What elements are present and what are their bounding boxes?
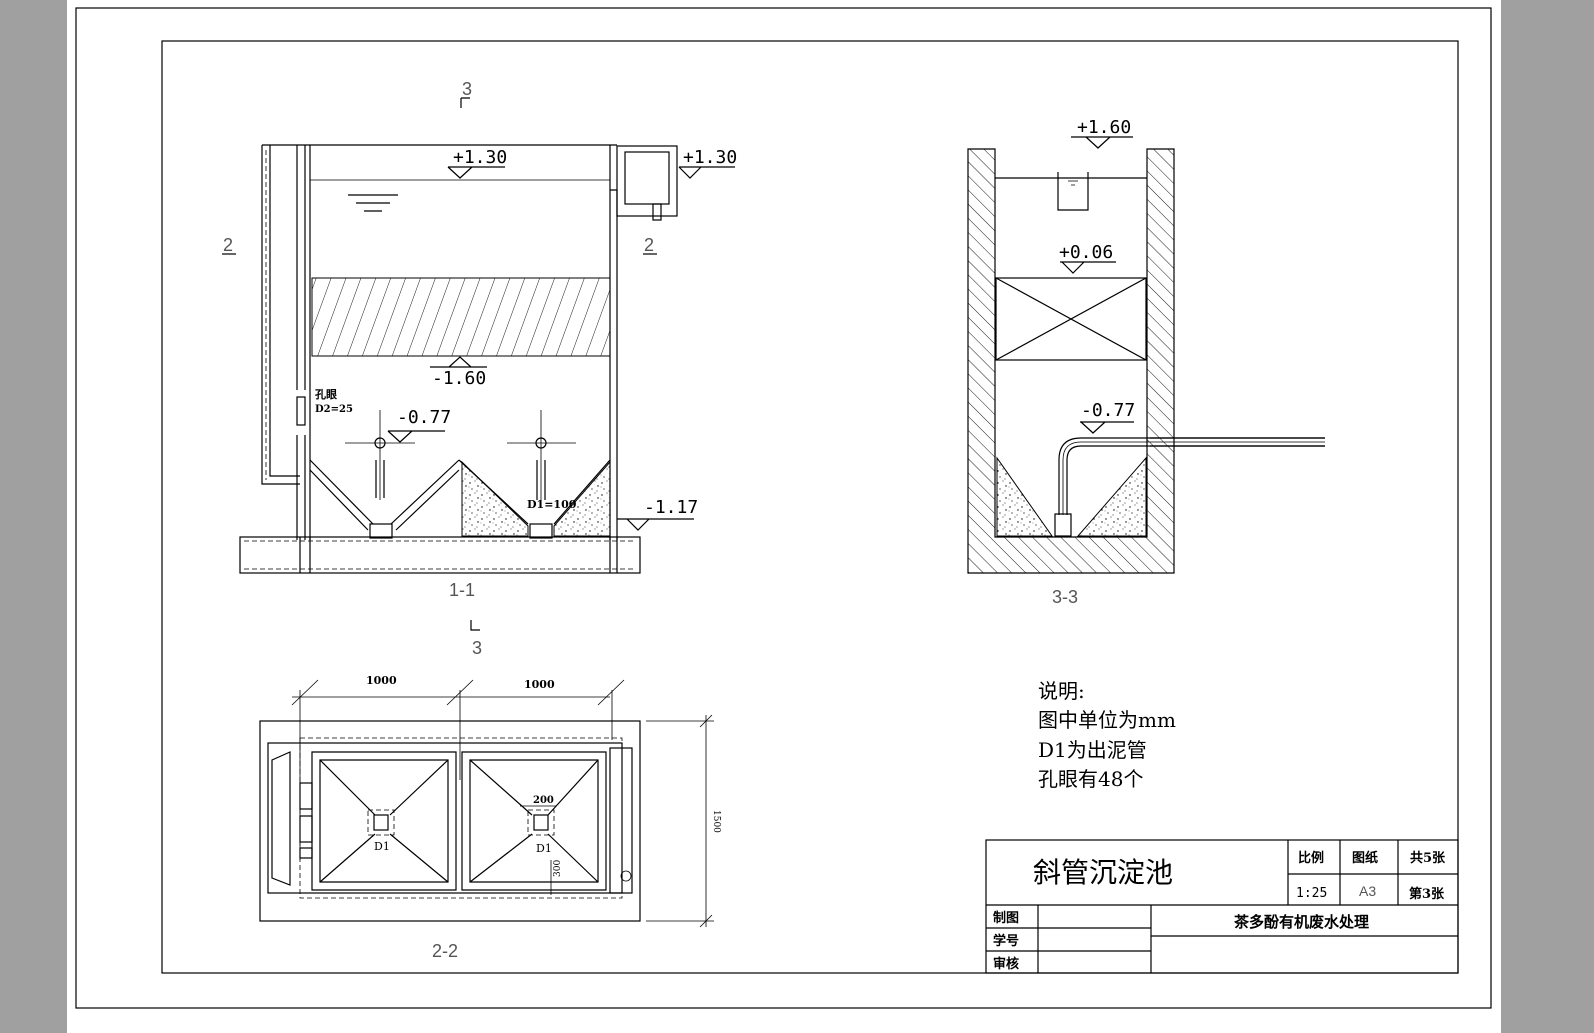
elev-tube-bottom-text: -1.60 [432,368,486,389]
notes-line2: D1为出泥管 [1038,738,1147,762]
title-block: 斜管沉淀池 比例 图纸 共5张 1:25 A3 第3张 制图 学号 审核 茶多酚… [985,839,1459,974]
outer-frame [75,7,1492,1009]
notes: 说明: 图中单位为mm D1为出泥管 孔眼有48个 [1038,679,1176,791]
notes-heading: 说明: [1038,679,1085,703]
side-mark-right: 2 [644,235,654,255]
cut-mark-bottom: 3 [472,638,482,658]
dim-height-text: 1500 [711,810,721,833]
dim-wall-text: 300 [553,860,563,877]
section-3-3: +1.60 +0.06 -0.77 3-3 [967,117,1325,607]
plan-2-2: 1000 1000 D1 D1 200 300 15 [259,674,721,961]
drawing-title: 斜管沉淀池 [1033,856,1173,889]
dim-right-text: 1000 [524,678,555,691]
drawn-label: 制图 [993,910,1019,926]
caption-2-2: 2-2 [432,941,458,961]
sheet-no: 第3张 [1409,886,1445,902]
notes-line1: 图中单位为mm [1038,708,1176,732]
side-mark-left: 2 [223,235,233,255]
sheet-label: 图纸 [1352,850,1378,866]
notes-line3: 孔眼有48个 [1038,767,1143,791]
elev-water-text: +1.30 [453,147,507,168]
cad-drawing: 3 2 2 +1.30 +1.30 -1.60 [75,7,1492,1009]
scale-label: 比例 [1298,850,1324,866]
student-label: 学号 [993,933,1019,949]
dim-left-text: 1000 [366,674,397,687]
scale-value: 1:25 [1296,886,1327,901]
project-name: 茶多酚有机废水处理 [1234,913,1369,931]
cut-mark-top: 3 [462,79,472,99]
pipe-label: D1=100 [527,498,577,511]
review-label: 审核 [993,956,1019,972]
elev-top-text: +1.60 [1077,117,1131,138]
section-1-1: 3 2 2 +1.30 +1.30 -1.60 [222,79,737,658]
elev-pipe-3-3-text: -0.77 [1081,400,1135,421]
dim-pit-text: 200 [533,795,554,806]
d1-left-text: D1 [374,840,390,853]
hole-label: 孔眼 [315,388,337,401]
total-sheets: 共5张 [1410,850,1446,866]
elev-floor-text: -1.17 [644,497,698,518]
drawing-sheet: 3 2 2 +1.30 +1.30 -1.60 [67,0,1501,1033]
hole-dim: D2=25 [315,404,353,415]
caption-1-1: 1-1 [449,580,475,600]
inner-frame [161,40,1459,974]
elev-pipe-text: -0.77 [397,407,451,428]
elev-outlet-text: +1.30 [683,147,737,168]
elev-mid-text: +0.06 [1059,242,1113,263]
d1-right-text: D1 [536,842,552,855]
caption-3-3: 3-3 [1052,587,1078,607]
sheet-size: A3 [1359,883,1376,899]
